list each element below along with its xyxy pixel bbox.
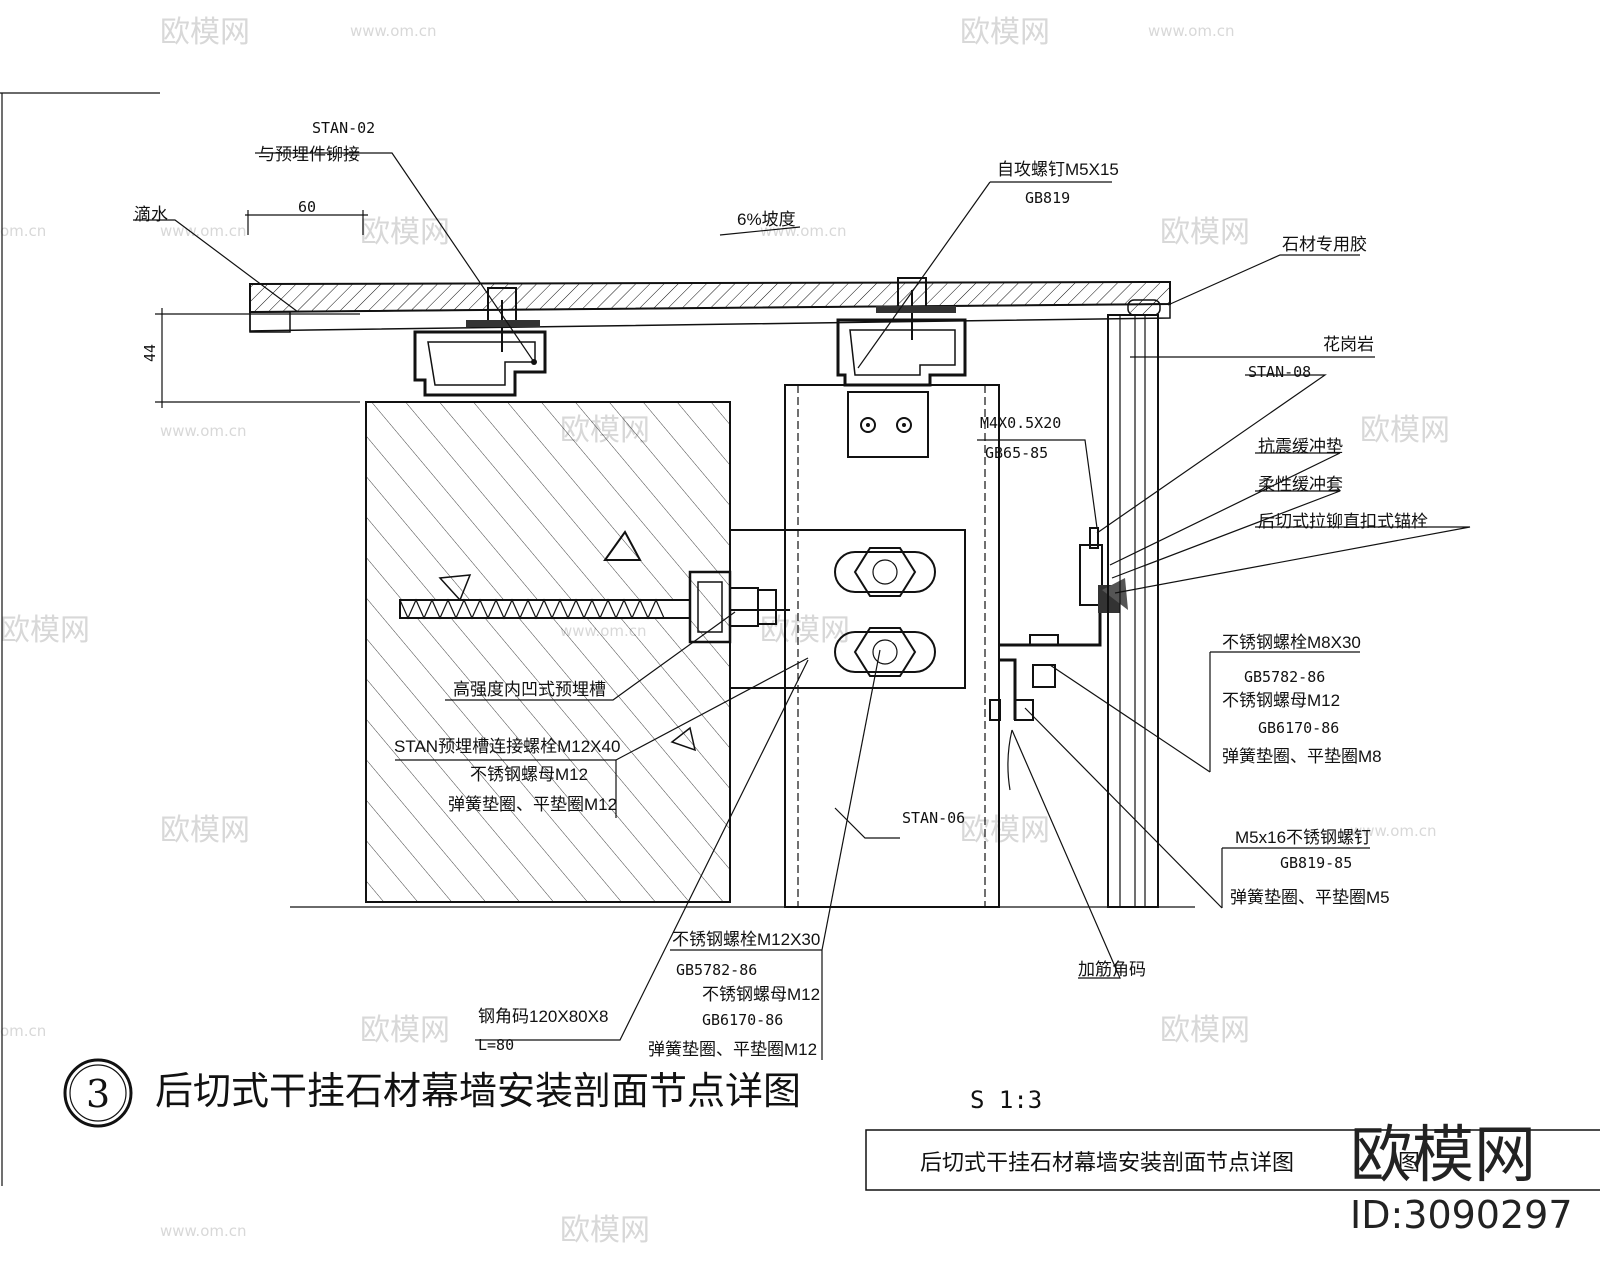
label-slope: 6%坡度 <box>737 210 796 229</box>
brand-id: ID:3090297 <box>1350 1193 1573 1237</box>
watermark-brand: 欧模网 <box>960 813 1050 848</box>
label-bolt-m8-std: GB5782-86 <box>1244 668 1325 686</box>
left-hanging-clip <box>413 287 547 397</box>
title-scale: S 1:3 <box>970 1086 1042 1114</box>
label-stan06: STAN-06 <box>902 809 965 827</box>
label-nut-m12-left: 不锈钢螺母M12 <box>470 765 588 784</box>
label-washer-m8: 弹簧垫圈、平垫圈M8 <box>1222 747 1382 766</box>
watermark-site: om.cn <box>0 222 46 240</box>
label-stan08: STAN-08 <box>1248 363 1311 381</box>
concrete-wall <box>290 401 1195 908</box>
watermark-site: www.om.cn <box>350 22 437 40</box>
watermark-brand: 欧模网 <box>360 1013 450 1048</box>
label-nut-m12-bottom-std: GB6170-86 <box>702 1011 783 1029</box>
label-stan-bolt: STAN预埋槽连接螺栓M12X40 <box>394 737 620 756</box>
label-embed-channel: 高强度内凹式预埋槽 <box>453 680 606 699</box>
middle-hanging-clip <box>836 277 967 458</box>
label-dim60: 60 <box>298 198 316 216</box>
watermark-brand: 欧模网 <box>560 1213 650 1248</box>
watermark-site: www.om.cn <box>160 222 247 240</box>
steel-bracket <box>729 384 1000 908</box>
label-nut-m12-right: 不锈钢螺母M12 <box>1222 691 1340 710</box>
annotation-labels: STAN-02 与预埋件铆接 滴水 60 44 6%坡度 自攻螺钉M5X15 G… <box>134 119 1428 1059</box>
label-m5x16: M5x16不锈钢螺钉 <box>1235 828 1371 847</box>
label-bolt-m12-std: GB5782-86 <box>676 961 757 979</box>
title-number: 3 <box>86 1072 110 1116</box>
label-stan02: STAN-02 <box>312 119 375 137</box>
drawing-frame <box>0 92 160 1186</box>
leader-lines <box>133 152 1471 1060</box>
watermark-brand: 欧模网 <box>960 15 1050 50</box>
embedded-anchor <box>399 570 790 644</box>
watermark-brand: 欧模网 <box>160 813 250 848</box>
watermark-site: www.om.cn <box>1148 22 1235 40</box>
title-box-text: 后切式干挂石材幕墙安装剖面节点详图 <box>920 1150 1294 1175</box>
label-stiffener: 加筋角码 <box>1078 960 1146 979</box>
watermark-site: om.cn <box>0 1022 46 1040</box>
label-washer-m12-left: 弹簧垫圈、平垫圈M12 <box>448 795 617 814</box>
watermark-site: www.om.cn <box>160 1222 247 1240</box>
label-anti-quake: 抗震缓冲垫 <box>1258 437 1343 456</box>
watermark-brand: 欧模网 <box>0 613 90 648</box>
label-nut-m12-bottom: 不锈钢螺母M12 <box>702 985 820 1004</box>
brand-overlay: 欧模网 ID:3090297 <box>1350 1118 1573 1237</box>
label-m4: M4X0.5X20 <box>980 414 1061 432</box>
dimension-44 <box>155 308 360 408</box>
label-steel-angle: 钢角码120X80X8 <box>478 1007 608 1026</box>
label-granite: 花岗岩 <box>1323 335 1374 354</box>
label-weld: 与预埋件铆接 <box>258 145 360 164</box>
watermark-site: www.om.cn <box>160 422 247 440</box>
label-steel-angle-length: L=80 <box>478 1036 514 1054</box>
watermark-brand: 欧模网 <box>1160 1013 1250 1048</box>
label-washer-m12-bottom: 弹簧垫圈、平垫圈M12 <box>648 1040 817 1059</box>
watermark-site: www.om.cn <box>1350 822 1437 840</box>
label-dim44: 44 <box>141 344 159 362</box>
label-glue: 石材专用胶 <box>1282 235 1367 254</box>
label-screw-std: GB819 <box>1025 189 1070 207</box>
label-screw: 自攻螺钉M5X15 <box>997 160 1119 179</box>
watermark-brand: 欧模网 <box>1160 215 1250 250</box>
right-angle-assembly <box>989 299 1161 908</box>
title-block: 3 后切式干挂石材幕墙安装剖面节点详图 S 1:3 后切式干挂石材幕墙安装剖面节… <box>63 1058 1600 1191</box>
label-bolt-m8: 不锈钢螺栓M8X30 <box>1222 633 1361 652</box>
watermark-site: www.om.cn <box>760 222 847 240</box>
label-washer-m5: 弹簧垫圈、平垫圈M5 <box>1230 888 1390 907</box>
watermark-brand: 欧模网 <box>1360 413 1450 448</box>
title-main: 后切式干挂石材幕墙安装剖面节点详图 <box>155 1069 801 1113</box>
label-m5x16-std: GB819-85 <box>1280 854 1352 872</box>
label-drip: 滴水 <box>134 205 168 224</box>
brand-name: 欧模网 <box>1350 1118 1536 1191</box>
label-flex-sleeve: 柔性缓冲套 <box>1258 475 1343 494</box>
label-nut-m12-right-std: GB6170-86 <box>1258 719 1339 737</box>
watermark-brand: 欧模网 <box>160 15 250 50</box>
label-bolt-m12: 不锈钢螺栓M12X30 <box>672 930 820 949</box>
watermark-brand: 欧模网 <box>360 215 450 250</box>
label-anchor: 后切式拉铆直扣式锚栓 <box>1258 512 1428 531</box>
label-m4-std: GB65-85 <box>985 444 1048 462</box>
title-box-sheet: 图 <box>1398 1150 1420 1175</box>
